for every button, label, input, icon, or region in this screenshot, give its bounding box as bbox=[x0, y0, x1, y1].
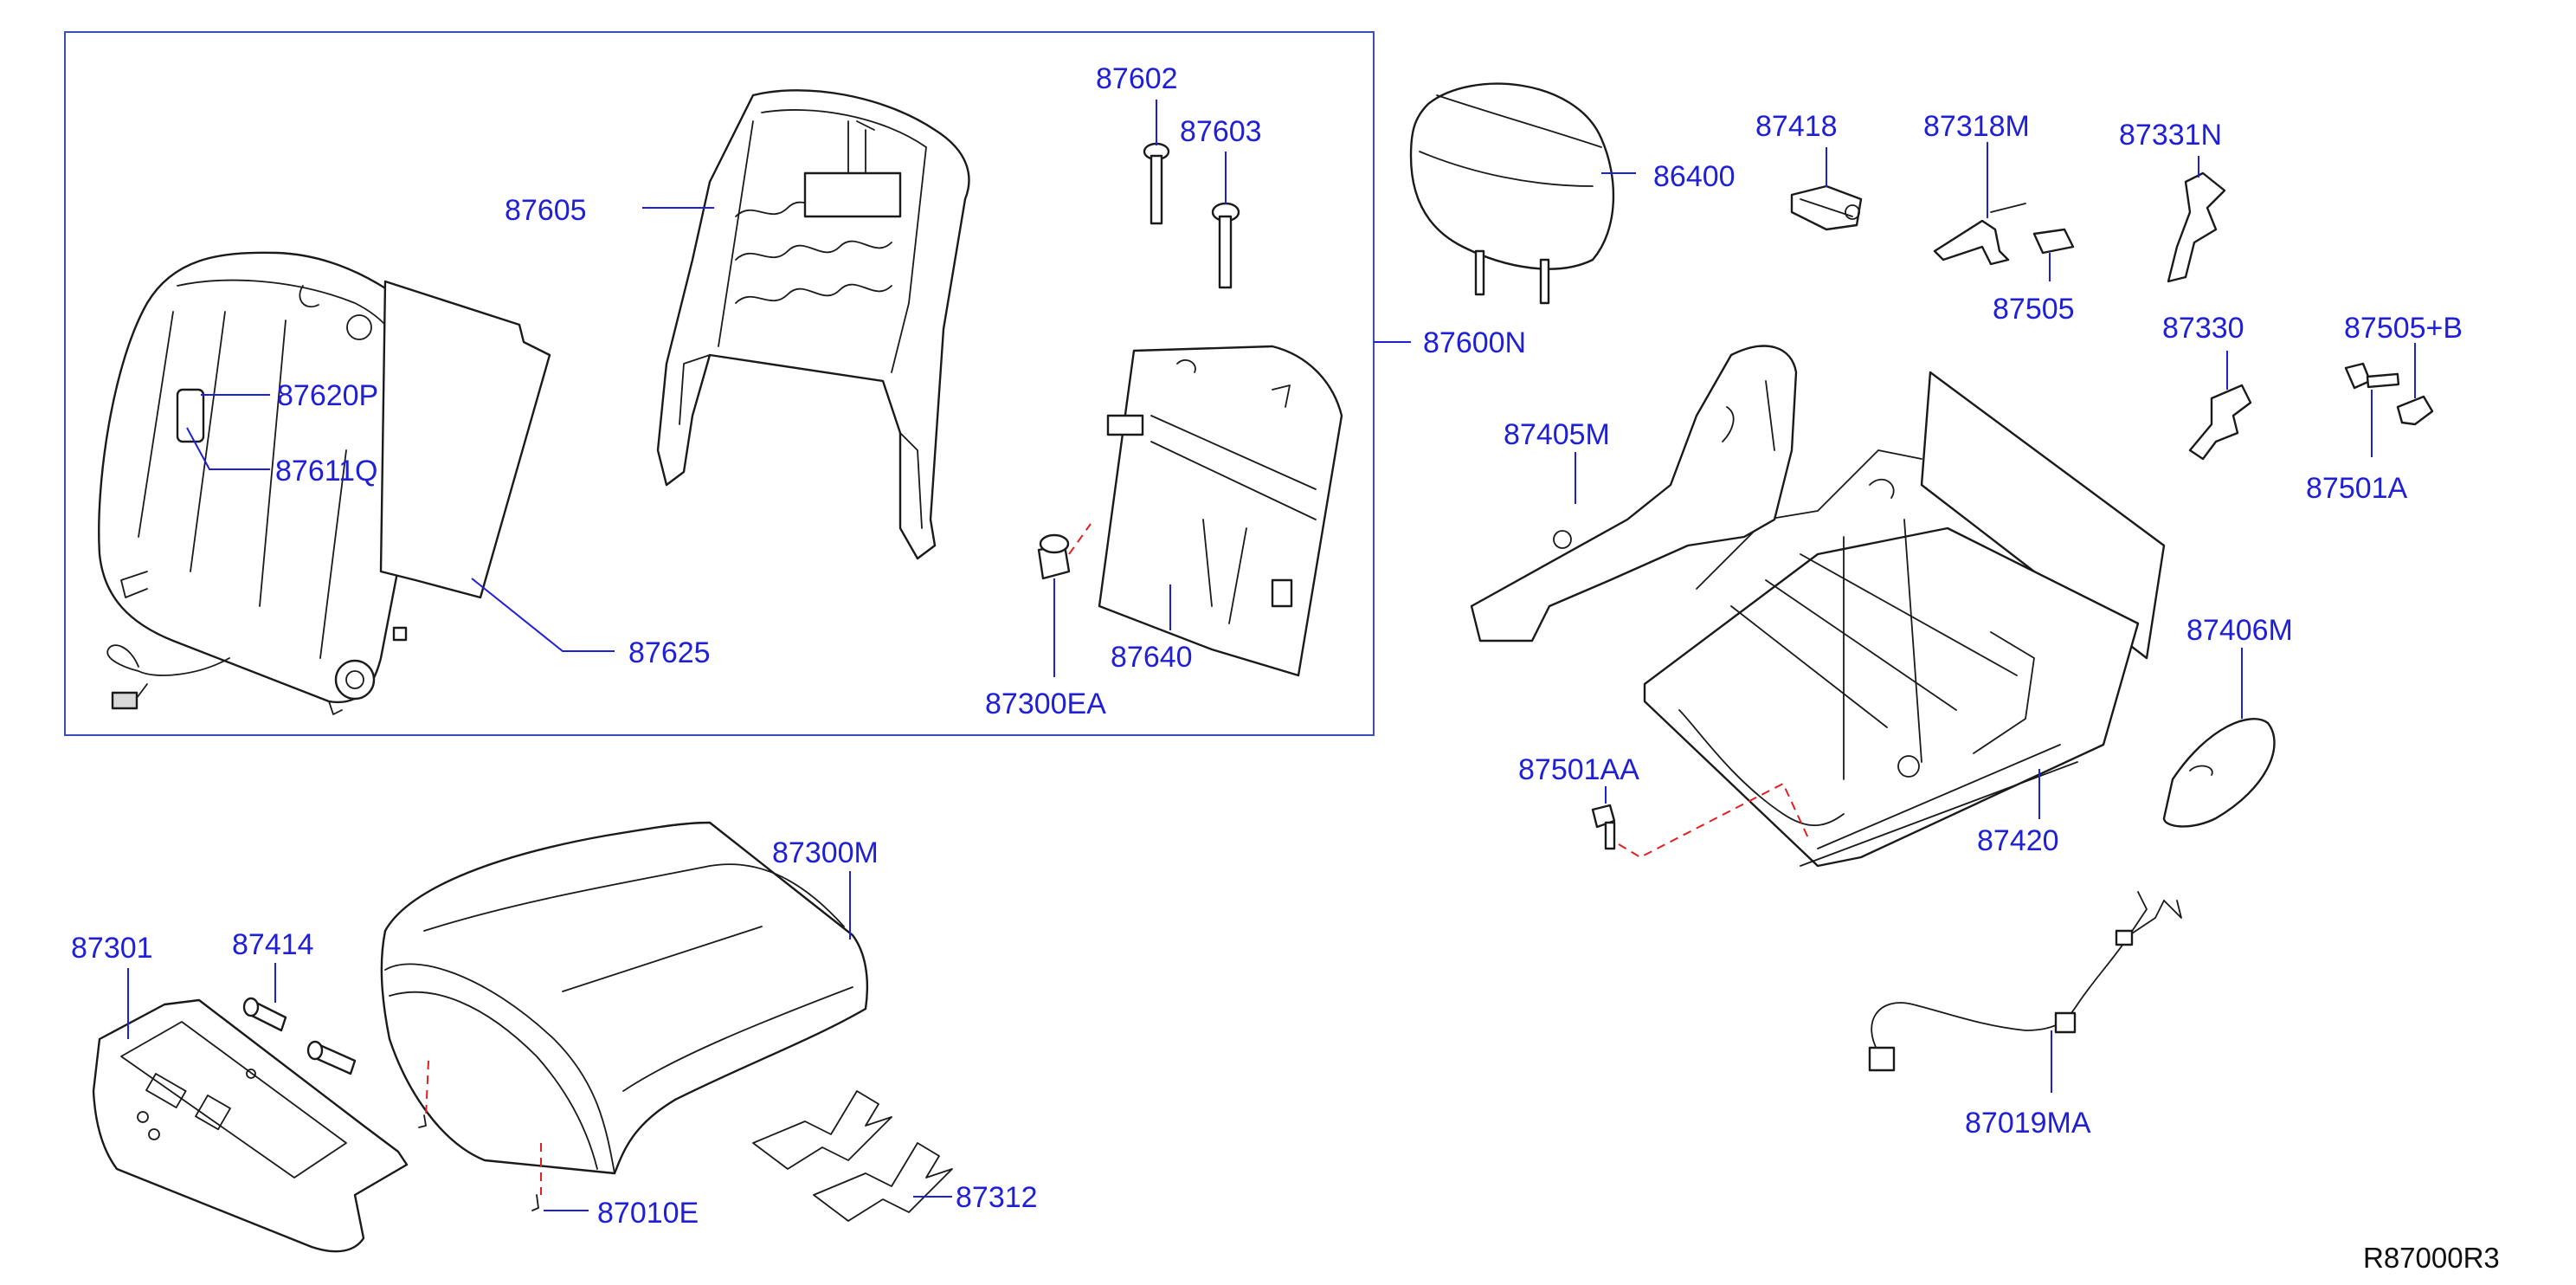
cover-87330-illustration bbox=[2188, 384, 2252, 461]
label-87640[interactable]: 87640 bbox=[1111, 641, 1193, 674]
label-87501AA[interactable]: 87501AA bbox=[1518, 753, 1639, 786]
back-panel-illustration bbox=[1098, 345, 1343, 677]
leader-87625 bbox=[471, 578, 615, 652]
bracket-87318M-illustration bbox=[1933, 203, 2026, 266]
wire-harness-illustration bbox=[1868, 891, 2182, 1072]
label-87312[interactable]: 87312 bbox=[956, 1181, 1038, 1214]
label-87330[interactable]: 87330 bbox=[2162, 312, 2244, 345]
label-87501A[interactable]: 87501A bbox=[2306, 472, 2408, 505]
dashed-87501AA-to-frame bbox=[1618, 782, 1810, 859]
headrest-illustration bbox=[1409, 82, 1615, 305]
label-87300EA[interactable]: 87300EA bbox=[985, 688, 1106, 720]
cap-87505-illustration bbox=[2032, 228, 2075, 255]
dashed-cushion-hook-1 bbox=[425, 1060, 429, 1118]
label-87301[interactable]: 87301 bbox=[71, 932, 153, 965]
back-board-illustration bbox=[379, 280, 551, 599]
seat-back-group-frame bbox=[64, 31, 1375, 736]
pin-87414-b-illustration bbox=[306, 1040, 357, 1075]
label-87405M[interactable]: 87405M bbox=[1504, 418, 1610, 451]
label-87420[interactable]: 87420 bbox=[1977, 824, 2059, 857]
side-cover-87405M-illustration bbox=[1470, 345, 1798, 642]
diagram-reference-code: R87000R3 bbox=[2363, 1242, 2500, 1274]
knob-87406M-illustration bbox=[2162, 718, 2276, 828]
cushion-base-illustration bbox=[92, 998, 409, 1253]
label-87605[interactable]: 87605 bbox=[505, 194, 587, 227]
pin-87414-a-illustration bbox=[242, 997, 287, 1032]
dashed-87300EA-to-panel bbox=[1068, 523, 1092, 555]
label-87406M[interactable]: 87406M bbox=[2186, 614, 2293, 647]
label-87600N[interactable]: 87600N bbox=[1423, 326, 1526, 359]
label-87318M[interactable]: 87318M bbox=[1923, 110, 2030, 143]
leader-87611Q bbox=[186, 427, 270, 470]
seat-back-pad-illustration bbox=[98, 251, 433, 715]
label-87620P[interactable]: 87620P bbox=[277, 379, 378, 412]
label-87414[interactable]: 87414 bbox=[232, 928, 314, 961]
label-87625[interactable]: 87625 bbox=[628, 636, 711, 669]
label-87603[interactable]: 87603 bbox=[1180, 115, 1262, 148]
label-87010E[interactable]: 87010E bbox=[597, 1197, 699, 1230]
hook-1 bbox=[418, 1114, 427, 1128]
seat-back-frame-illustration bbox=[656, 89, 970, 560]
headrest-guide-87603-illustration bbox=[1211, 202, 1240, 289]
label-87300M[interactable]: 87300M bbox=[772, 836, 879, 869]
label-87505B[interactable]: 87505+B bbox=[2344, 312, 2463, 345]
seat-cushion-illustration bbox=[380, 821, 868, 1175]
headrest-guide-87602-illustration bbox=[1143, 142, 1170, 225]
bracket-87418-illustration bbox=[1790, 184, 1863, 231]
hook-87010E bbox=[531, 1194, 539, 1211]
clip-87300EA-illustration bbox=[1037, 533, 1071, 580]
cushion-frame-illustration bbox=[1643, 371, 2166, 868]
label-87019MA[interactable]: 87019MA bbox=[1965, 1107, 2091, 1140]
label-87331N[interactable]: 87331N bbox=[2119, 119, 2222, 152]
bolt-87501AA-illustration bbox=[1591, 804, 1616, 850]
label-87602[interactable]: 87602 bbox=[1096, 62, 1178, 95]
label-86400[interactable]: 86400 bbox=[1653, 160, 1736, 193]
bolt-87501A-illustration bbox=[2344, 362, 2400, 390]
cover-87331N-illustration bbox=[2167, 171, 2226, 283]
springs-87312-illustration bbox=[752, 1090, 953, 1222]
label-87418[interactable]: 87418 bbox=[1755, 110, 1838, 143]
label-87611Q[interactable]: 87611Q bbox=[275, 455, 377, 488]
label-87505[interactable]: 87505 bbox=[1993, 293, 2075, 326]
cap-87505B-illustration bbox=[2396, 395, 2434, 426]
